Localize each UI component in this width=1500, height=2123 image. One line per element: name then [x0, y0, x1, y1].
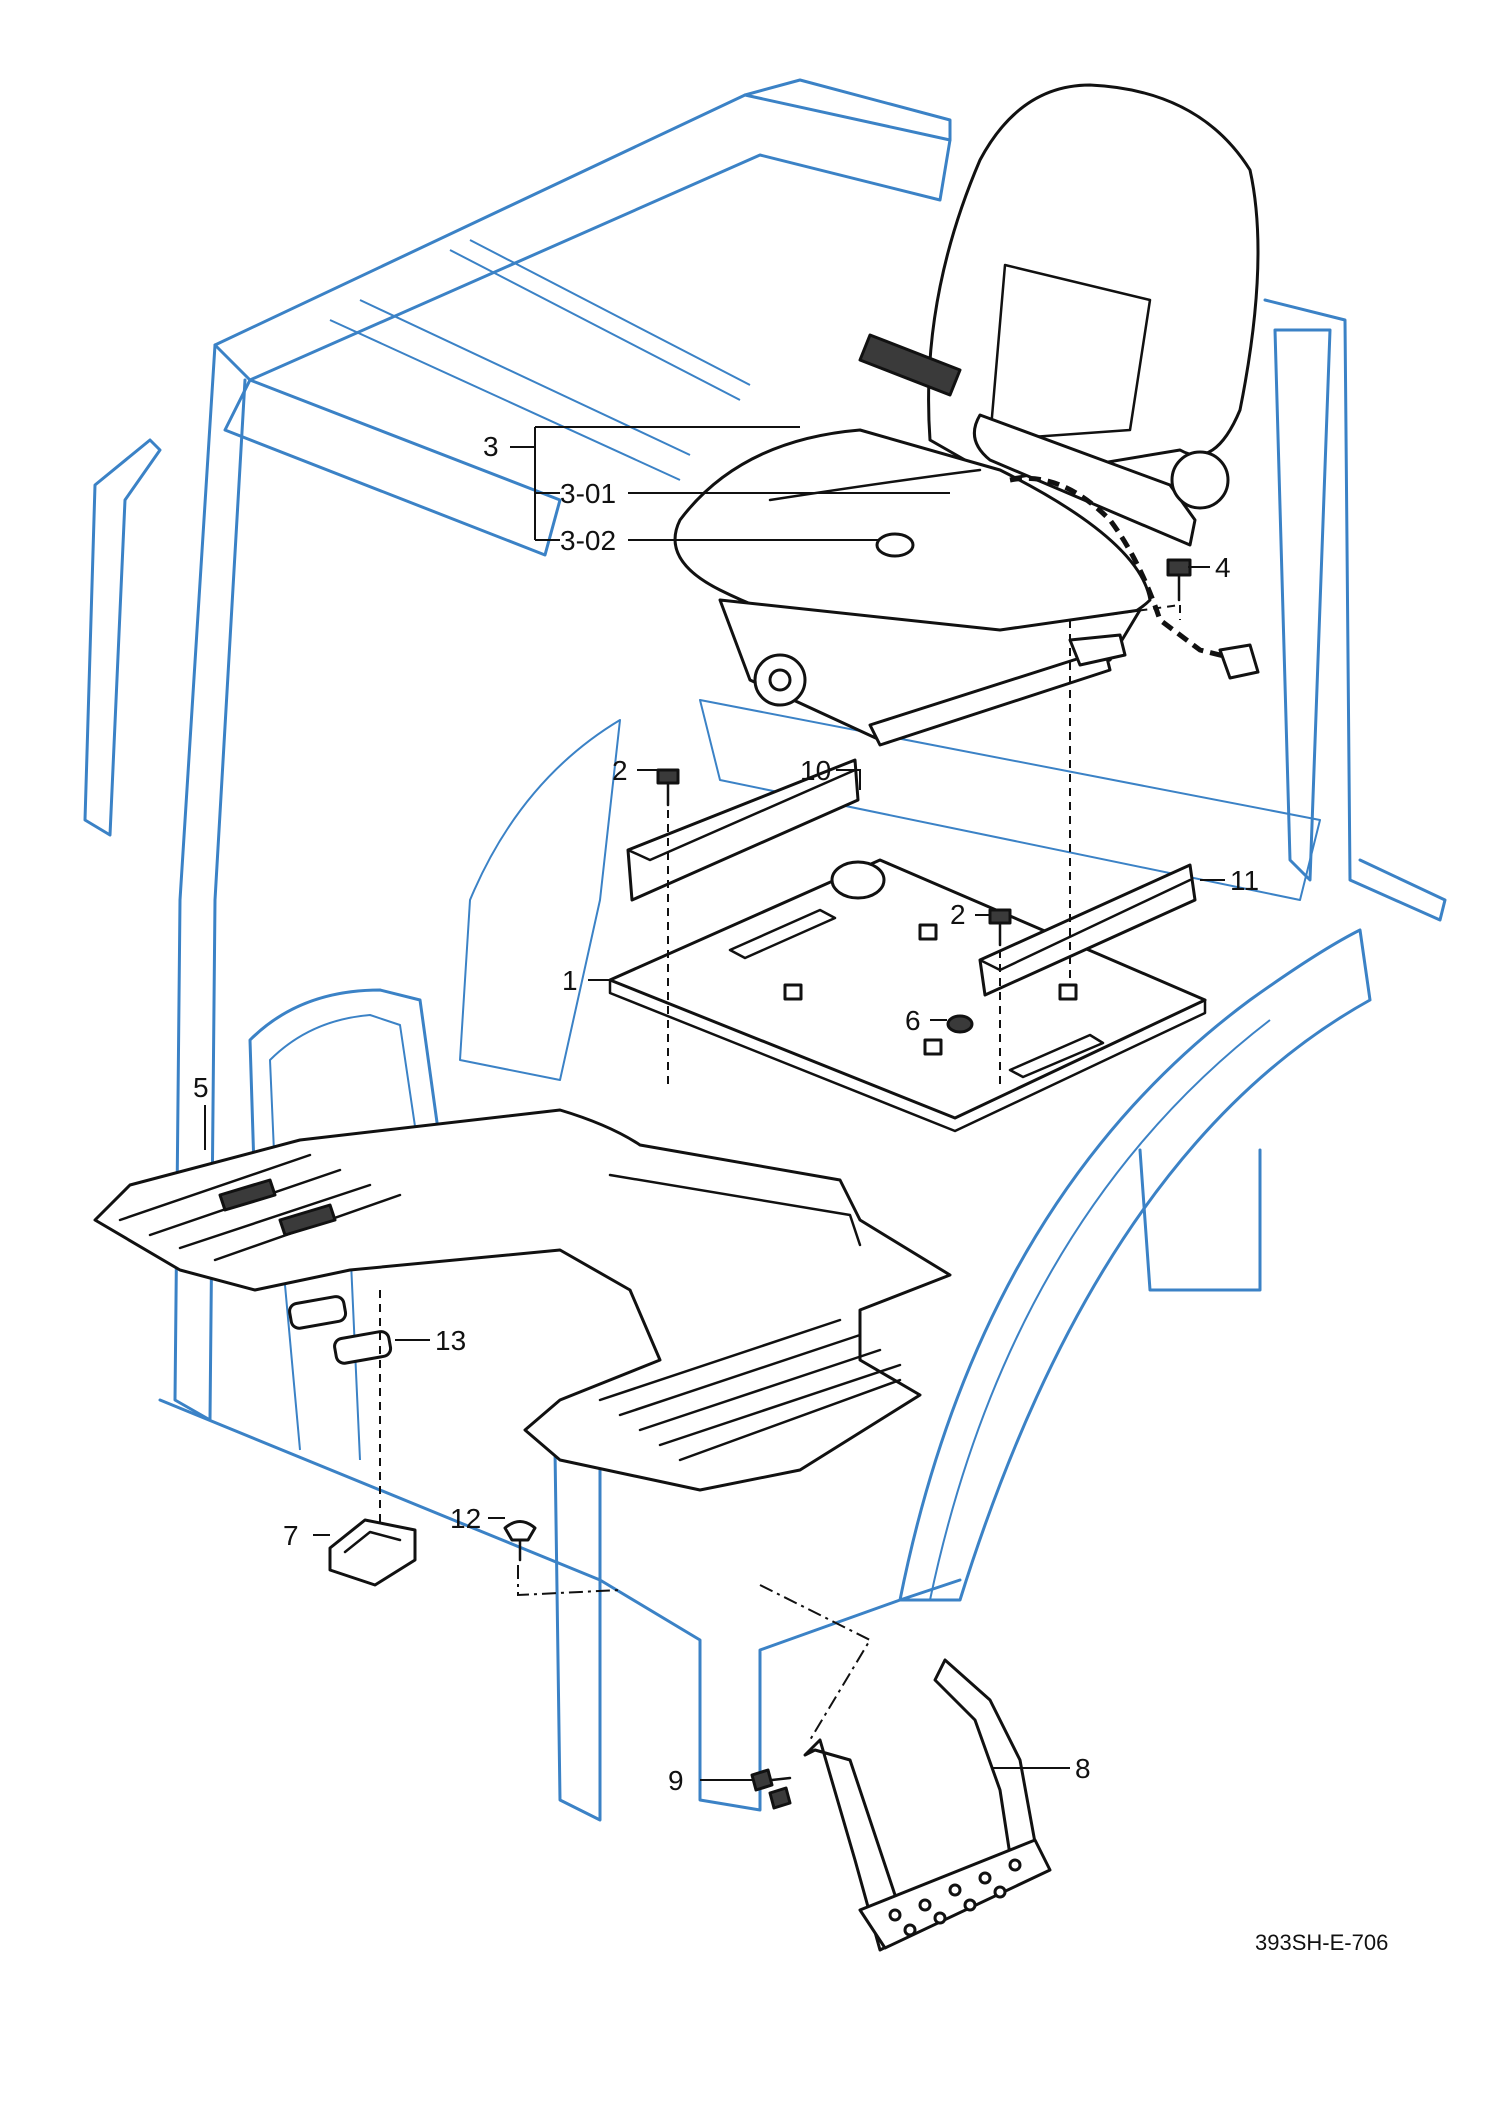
tread-hole-1: [888, 1908, 902, 1922]
fender-inner-line: [929, 1019, 1271, 1601]
backrest-panel: [988, 263, 1152, 442]
cab-frame: [83, 78, 1447, 1822]
clip-head: [503, 1520, 537, 1542]
callout-3: 3: [483, 431, 499, 462]
floor-mat: [93, 1108, 952, 1560]
inspection-cover: [328, 1518, 417, 1587]
right-rear-pillar: [1273, 328, 1332, 882]
assembly-line-step: [759, 1584, 872, 1741]
tread-hole-8: [963, 1898, 977, 1912]
access-step: [750, 1584, 1052, 1952]
callout-3-01: 3-01: [560, 478, 616, 509]
roof-rear-beam: [223, 378, 562, 557]
roof-crossbar-2: [449, 239, 751, 401]
adjust-knob-center: [768, 668, 792, 692]
cushion-seam: [768, 468, 982, 502]
callout-12: 12: [450, 1503, 481, 1534]
seat-slide-rail: [868, 648, 1112, 747]
seat-bracket-right: [978, 863, 1197, 997]
seat-mount-assembly: [608, 604, 1207, 1133]
drain-plug-1: [288, 1295, 348, 1330]
mat-ribs-right: [598, 1318, 902, 1462]
plate-slot-1: [728, 908, 837, 960]
leader-10: [836, 769, 861, 790]
callout-labels: 3 3-01 3-02 4 2 10 2 11 1 6 5 13 7 12 8 …: [193, 431, 1259, 1796]
callout-11: 11: [1230, 865, 1259, 896]
left-side-panel: [459, 719, 621, 1081]
seat-bolt-head: [1166, 558, 1192, 577]
roof-front-beam: [213, 93, 952, 382]
door-frame-arch: [248, 988, 447, 1202]
tread-hole-2: [918, 1898, 932, 1912]
bolt-right-head: [988, 908, 1012, 925]
step-bolt-2: [768, 1786, 792, 1810]
armrest: [972, 413, 1197, 547]
mat-latch-2: [278, 1203, 337, 1237]
floor-mat-body: [93, 1108, 952, 1492]
plate-pad-2: [918, 923, 938, 941]
seat-mount-bracket: [1068, 633, 1127, 667]
tread-hole-5: [1008, 1858, 1022, 1872]
callout-1: 1: [562, 965, 578, 996]
plate-cutout: [830, 860, 886, 900]
callout-7: 7: [283, 1520, 299, 1551]
mat-latch-1: [218, 1178, 277, 1212]
tread-hole-9: [993, 1885, 1007, 1899]
step-bolt-1: [750, 1768, 774, 1792]
callout-13: 13: [435, 1325, 466, 1356]
callout-10: 10: [800, 755, 831, 786]
callout-6: 6: [905, 1005, 921, 1036]
seat-backrest: [927, 83, 1260, 482]
bracket-left-flange: [626, 768, 857, 862]
plate-slot-2: [1008, 1033, 1105, 1079]
callout-5: 5: [193, 1072, 209, 1103]
callout-4: 4: [1215, 552, 1231, 583]
grab-handle: [83, 438, 162, 837]
drawing-code: 393SH-E-706: [1255, 1930, 1388, 1955]
fender-arc: [898, 928, 1372, 1602]
plate-pad-3: [1058, 983, 1078, 1001]
callout-3-02: 3-02: [560, 525, 616, 556]
roof-corner: [743, 78, 952, 142]
floor-center-post: [553, 1448, 602, 1822]
plate-edge: [608, 978, 1207, 1133]
tread-hole-4: [978, 1871, 992, 1885]
seat-belt-strap: [858, 333, 962, 397]
leader-lines: [204, 426, 1225, 1781]
operator-seat: [673, 83, 1260, 747]
rear-panel: [699, 699, 1321, 901]
assembly-line-seat-top: [1069, 604, 1181, 621]
drain-plug-2: [333, 1330, 393, 1365]
leader-3-bracket: [510, 426, 800, 541]
armrest-knob: [1170, 450, 1230, 510]
grommet: [946, 1014, 974, 1034]
callout-2b: 2: [950, 899, 966, 930]
harness-plug: [1218, 643, 1260, 680]
assembly-line-clip: [517, 1565, 621, 1597]
mat-hump: [608, 1173, 862, 1247]
callout-9: 9: [668, 1765, 684, 1796]
roof-crossbar: [329, 299, 691, 481]
plate-pad-1: [783, 983, 803, 1001]
tread-hole-3: [948, 1883, 962, 1897]
bolt-left-head: [656, 768, 680, 785]
callout-2a: 2: [612, 755, 628, 786]
left-front-pillar: [173, 343, 247, 1422]
inspection-cover-plate: [328, 1518, 417, 1587]
tread-hole-7: [933, 1911, 947, 1925]
rear-bracket: [1138, 1148, 1262, 1292]
callout-8: 8: [1075, 1753, 1091, 1784]
cover-detail: [343, 1530, 402, 1554]
step-bolt-1-shank: [770, 1776, 792, 1782]
right-rear-frame: [1263, 298, 1447, 922]
mat-clip: [503, 1520, 621, 1597]
door-frame-inner: [269, 1014, 421, 1176]
seat-switch-connector: [875, 532, 915, 558]
seat-suspension: [718, 598, 1142, 742]
tread-hole-6: [903, 1923, 917, 1937]
plate-pad-4: [923, 1038, 943, 1056]
